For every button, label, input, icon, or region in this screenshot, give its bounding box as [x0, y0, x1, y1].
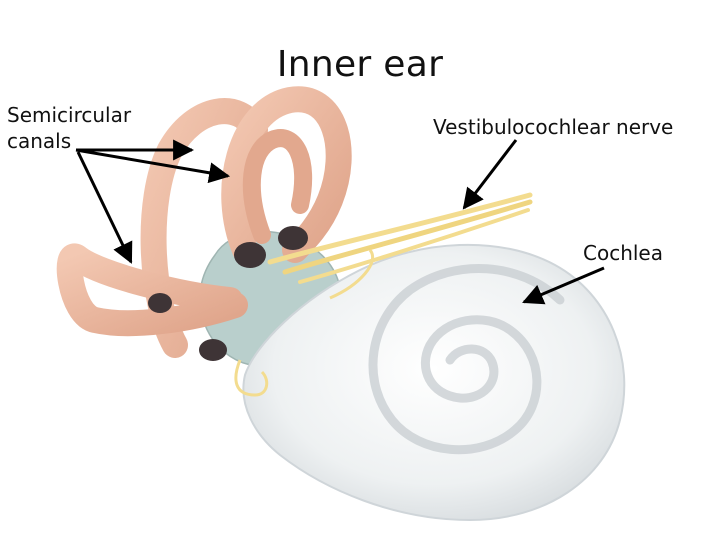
label-vestibulocochlear-nerve: Vestibulocochlear nerve — [433, 115, 674, 139]
cochlea-spiral — [368, 264, 565, 455]
cochlea — [242, 243, 626, 522]
ampulla — [278, 226, 308, 250]
label-semicircular-canals: Semicircular canals — [7, 103, 132, 153]
semicircular-canals — [56, 86, 352, 361]
arrow-nerve — [462, 139, 518, 210]
diagram-title: Inner ear — [276, 44, 444, 85]
arrow-canals-middle — [75, 148, 231, 184]
vestibulocochlear-nerve — [234, 192, 533, 397]
arrow-canals-lower — [76, 151, 133, 264]
label-cochlea: Cochlea — [583, 241, 663, 265]
label-arrows — [75, 139, 605, 305]
lateral-canal — [56, 243, 248, 337]
inner-canal-loop — [242, 129, 313, 244]
ampulla — [199, 339, 227, 361]
ampulla — [148, 293, 172, 313]
superior-canal — [221, 86, 352, 263]
ampulla — [234, 242, 266, 268]
arrow-cochlea — [522, 266, 605, 305]
